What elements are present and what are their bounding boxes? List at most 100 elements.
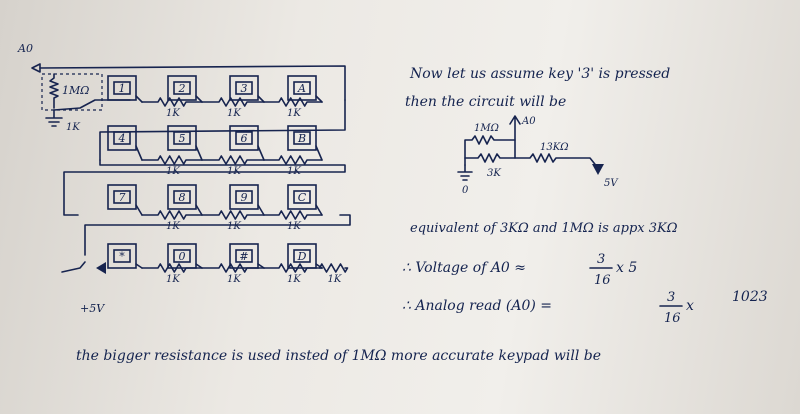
key-lead: [315, 145, 323, 161]
key-box: [167, 184, 197, 210]
key-lead: [195, 145, 203, 161]
key-7[interactable]: 7: [107, 184, 143, 216]
key-3[interactable]: 3: [229, 75, 265, 103]
key-lead: [257, 204, 265, 216]
row-resistor-label: 1K: [227, 108, 241, 119]
key-label: D: [297, 250, 307, 263]
key-box: [107, 243, 137, 269]
voltage-prefix: ∴ Voltage of A0 ≈: [402, 260, 526, 276]
mini-r1-label: 1MΩ: [474, 123, 499, 134]
key-*[interactable]: *: [107, 243, 143, 269]
key-lead: [195, 263, 203, 269]
key-box: [287, 125, 317, 151]
mini-supply-label: 5V: [604, 178, 619, 189]
key-contact: [293, 249, 311, 263]
key-lead: [135, 204, 143, 216]
key-1[interactable]: 1: [107, 75, 143, 103]
key-8[interactable]: 8: [167, 184, 203, 216]
key-C[interactable]: C: [287, 184, 323, 216]
mini-a0-label: A0: [521, 116, 536, 127]
row-resistor: [263, 155, 323, 165]
key-label: #: [239, 250, 248, 263]
top-left-resistor-label: 1K: [66, 122, 80, 133]
pulldown-label: 1MΩ: [62, 84, 89, 97]
key-label: *: [119, 250, 125, 263]
analog-denominator: 16: [664, 311, 681, 326]
serp-3: [84, 214, 351, 256]
analog-value: 1023: [732, 289, 768, 305]
key-lead: [135, 263, 143, 269]
key-lead: [257, 263, 265, 269]
row1-left-wire: [53, 99, 131, 111]
key-label: A: [297, 82, 306, 95]
note-line-1: Now let us assume key '3' is pressed: [409, 66, 670, 82]
key-lead: [135, 145, 143, 161]
row-resistor: [141, 210, 203, 220]
equivalent-circuit: 1MΩ A0 3K 13KΩ 0 5V: [457, 115, 619, 196]
row-resistor-label: 1K: [227, 274, 241, 285]
key-box: [167, 243, 197, 269]
key-lead: [195, 95, 203, 103]
note-line-2: then the circuit will be: [405, 94, 566, 110]
key-label: 0: [179, 250, 186, 263]
key-lead: [257, 95, 265, 103]
supply-arrow-icon: [96, 262, 106, 274]
key-label: 8: [179, 191, 186, 204]
key-9[interactable]: 9: [229, 184, 265, 216]
key-0[interactable]: 0: [167, 243, 203, 269]
key-A[interactable]: A: [287, 75, 323, 103]
key-lead: [315, 204, 323, 216]
key-contact: [113, 249, 131, 263]
mini-ground-label: 0: [462, 185, 469, 196]
mini-r2-label: 3K: [487, 168, 501, 179]
ground-icon: [45, 109, 63, 127]
key-contact: [235, 81, 253, 95]
key-contact: [235, 249, 253, 263]
key-contact: [293, 190, 311, 204]
key-contact: [235, 190, 253, 204]
key-4[interactable]: 4: [107, 125, 143, 161]
key-box: [287, 75, 317, 101]
equivalent-note: equivalent of 3KΩ and 1MΩ is appx 3KΩ: [410, 221, 678, 236]
analog-suffix: x: [686, 298, 694, 314]
key-box: [107, 125, 137, 151]
key-box: [107, 184, 137, 210]
pulldown-resistor: [49, 73, 59, 109]
key-2[interactable]: 2: [167, 75, 203, 103]
key-contact: [293, 81, 311, 95]
key-box: [229, 184, 259, 210]
key-lead: [315, 95, 323, 103]
notes: Now let us assume key '3' is pressed the…: [76, 66, 768, 364]
key-box: [107, 75, 137, 101]
a0-arrow-icon: [31, 63, 41, 73]
key-box: [229, 75, 259, 101]
key-lead: [135, 95, 143, 103]
key-label: B: [297, 132, 306, 145]
top-bus-wire: [39, 65, 346, 101]
row-resistor-label: 1K: [287, 274, 301, 285]
serp-1: [99, 99, 346, 161]
key-lead: [257, 145, 265, 161]
voltage-suffix: x 5: [616, 260, 637, 276]
key-contact: [173, 190, 191, 204]
key-label: 9: [241, 191, 248, 204]
key-6[interactable]: 6: [229, 125, 265, 161]
key-contact: [113, 81, 131, 95]
key-label: 6: [241, 132, 248, 145]
supply-label: +5V: [80, 302, 105, 315]
row-resistor: [201, 155, 265, 165]
voltage-numerator: 3: [597, 252, 605, 267]
analog-numerator: 3: [667, 290, 675, 305]
key-label: 4: [118, 132, 126, 145]
key-D[interactable]: D: [287, 243, 323, 269]
key-box: [167, 75, 197, 101]
row-resistor-label: 1K: [166, 274, 180, 285]
key-#[interactable]: #: [229, 243, 265, 269]
row-resistor: [141, 97, 203, 107]
voltage-denominator: 16: [594, 273, 611, 288]
row-resistor: [318, 263, 349, 273]
key-B[interactable]: B: [287, 125, 323, 161]
row-resistor: [263, 210, 323, 220]
